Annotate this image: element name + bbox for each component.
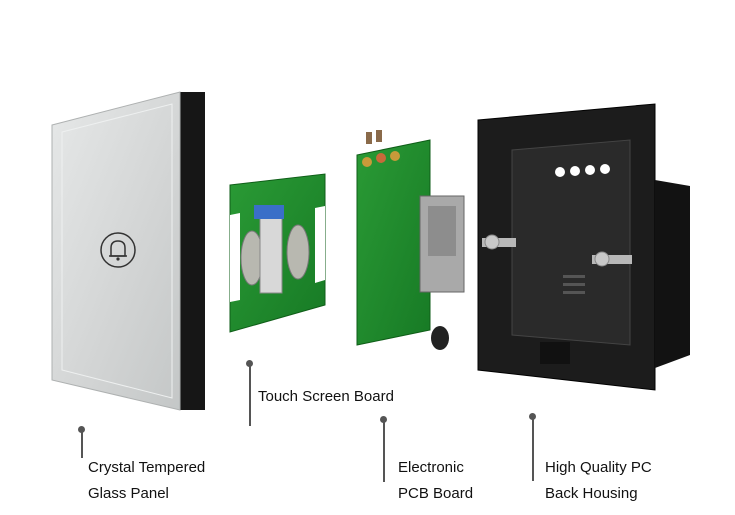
touch-pad-right bbox=[286, 224, 310, 280]
pcb-board bbox=[356, 130, 465, 350]
housing-screw-left-head bbox=[484, 234, 500, 250]
pcb-component-2 bbox=[376, 153, 386, 163]
touch-board-notch-right bbox=[315, 206, 325, 283]
glass-panel bbox=[51, 91, 205, 411]
back-housing-label-line-1: High Quality PC bbox=[545, 459, 652, 476]
pcb-board-label-line-2: PCB Board bbox=[398, 485, 474, 502]
pcb-board-body bbox=[356, 139, 431, 346]
glass-panel-face bbox=[51, 91, 181, 411]
pcb-component-1 bbox=[362, 157, 372, 167]
housing-screw-right-head bbox=[594, 251, 610, 267]
housing-vent-3 bbox=[563, 291, 585, 294]
touch-board-label-line-1: Touch Screen Board bbox=[258, 388, 394, 405]
glass-panel-label: Crystal Tempered Glass Panel bbox=[88, 455, 205, 507]
housing-hole-1 bbox=[555, 167, 565, 177]
pcb-board-label: Electronic PCB Board bbox=[398, 455, 473, 507]
back-housing-pointer-dot bbox=[529, 413, 536, 420]
housing-bottom-clip bbox=[540, 342, 570, 364]
glass-panel-inner-border bbox=[61, 103, 173, 399]
bell-icon bbox=[100, 232, 136, 268]
screw-2 bbox=[376, 130, 382, 142]
housing-vent-1 bbox=[563, 275, 585, 278]
housing-hole-4 bbox=[600, 164, 610, 174]
pcb-board-pointer-dot bbox=[380, 416, 387, 423]
glass-panel-pointer-dot bbox=[78, 426, 85, 433]
housing-hole-2 bbox=[570, 166, 580, 176]
housing-screw-right bbox=[592, 255, 632, 264]
pcb-capacitor bbox=[431, 326, 449, 350]
pcb-relay-coil bbox=[428, 206, 456, 256]
glass-panel-edge bbox=[180, 92, 205, 410]
touch-board-label: Touch Screen Board bbox=[258, 384, 394, 410]
glass-panel-pointer-line bbox=[81, 430, 83, 458]
pcb-board-pointer-line bbox=[383, 420, 385, 482]
touch-board-connector bbox=[254, 205, 284, 219]
touch-board-pointer-line bbox=[249, 364, 251, 426]
pcb-component-3 bbox=[390, 151, 400, 161]
glass-panel-label-line-1: Crystal Tempered bbox=[88, 459, 206, 476]
back-housing-cavity bbox=[511, 139, 631, 346]
screw-1 bbox=[366, 132, 372, 144]
back-housing bbox=[477, 103, 690, 391]
back-housing-label-line-2: Back Housing bbox=[545, 485, 638, 502]
housing-hole-3 bbox=[585, 165, 595, 175]
back-housing-label: High Quality PC Back Housing bbox=[545, 455, 652, 507]
back-housing-side bbox=[655, 180, 690, 368]
back-housing-pointer-line bbox=[532, 417, 534, 481]
glass-panel-label-line-2: Glass Panel bbox=[88, 485, 169, 502]
touch-board-chip bbox=[259, 207, 283, 294]
housing-vent-2 bbox=[563, 283, 585, 286]
pcb-board-label-line-1: Electronic bbox=[398, 459, 464, 476]
touch-board-pointer-dot bbox=[246, 360, 253, 367]
touch-board-notch-left bbox=[230, 213, 240, 302]
touch-board bbox=[229, 173, 326, 333]
